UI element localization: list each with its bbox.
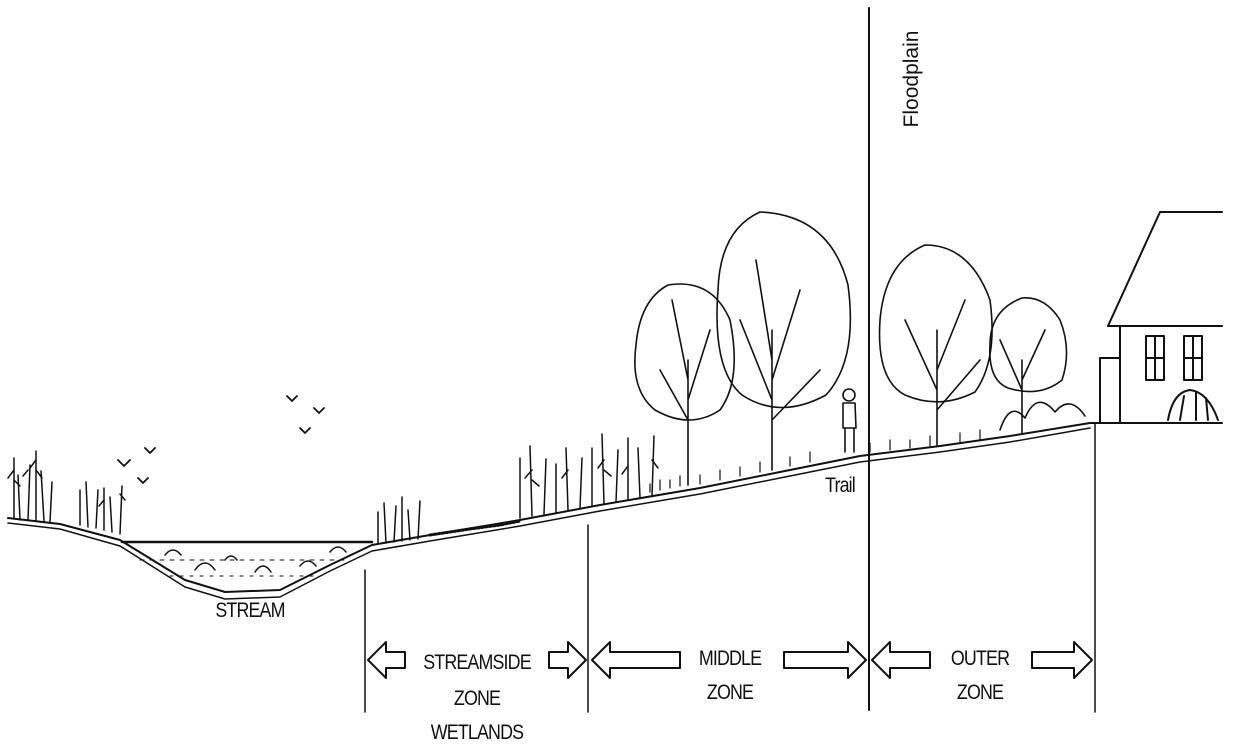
middle-zone-label-1: MIDDLE [698,647,762,670]
trail-label: Trail [825,474,856,497]
arrow-outer-left [871,641,931,679]
outer-zone-label-1: OUTER [950,647,1010,670]
wetland-reeds-left [7,450,126,535]
arrow-middle-right [783,641,867,679]
floodplain-label: Floodplain [900,30,923,128]
arrow-middle-left [591,641,681,679]
arrow-outer-right [1031,641,1093,679]
house [1099,211,1223,424]
stream-label: STREAM [215,599,285,622]
birds [117,395,325,484]
grass-strip [649,429,981,493]
ground-line [7,422,1223,593]
arrow-streamside-left [367,641,406,679]
streamside-zone-label-1: STREAMSIDE [423,651,531,674]
arrow-streamside-right [548,641,587,679]
streamside-zone-label-2: ZONE [453,687,501,710]
person-figure [842,388,857,453]
stream-channel [120,540,374,577]
ground-line-under [7,427,1091,600]
wetland-reeds-streamside [377,433,659,545]
trees-outer-zone [878,244,1086,446]
outer-zone-label-2: ZONE [956,681,1004,704]
streamside-zone-label-3: WETLANDS [430,721,524,744]
trees-middle-zone [634,211,852,486]
middle-zone-label-2: ZONE [706,681,754,704]
